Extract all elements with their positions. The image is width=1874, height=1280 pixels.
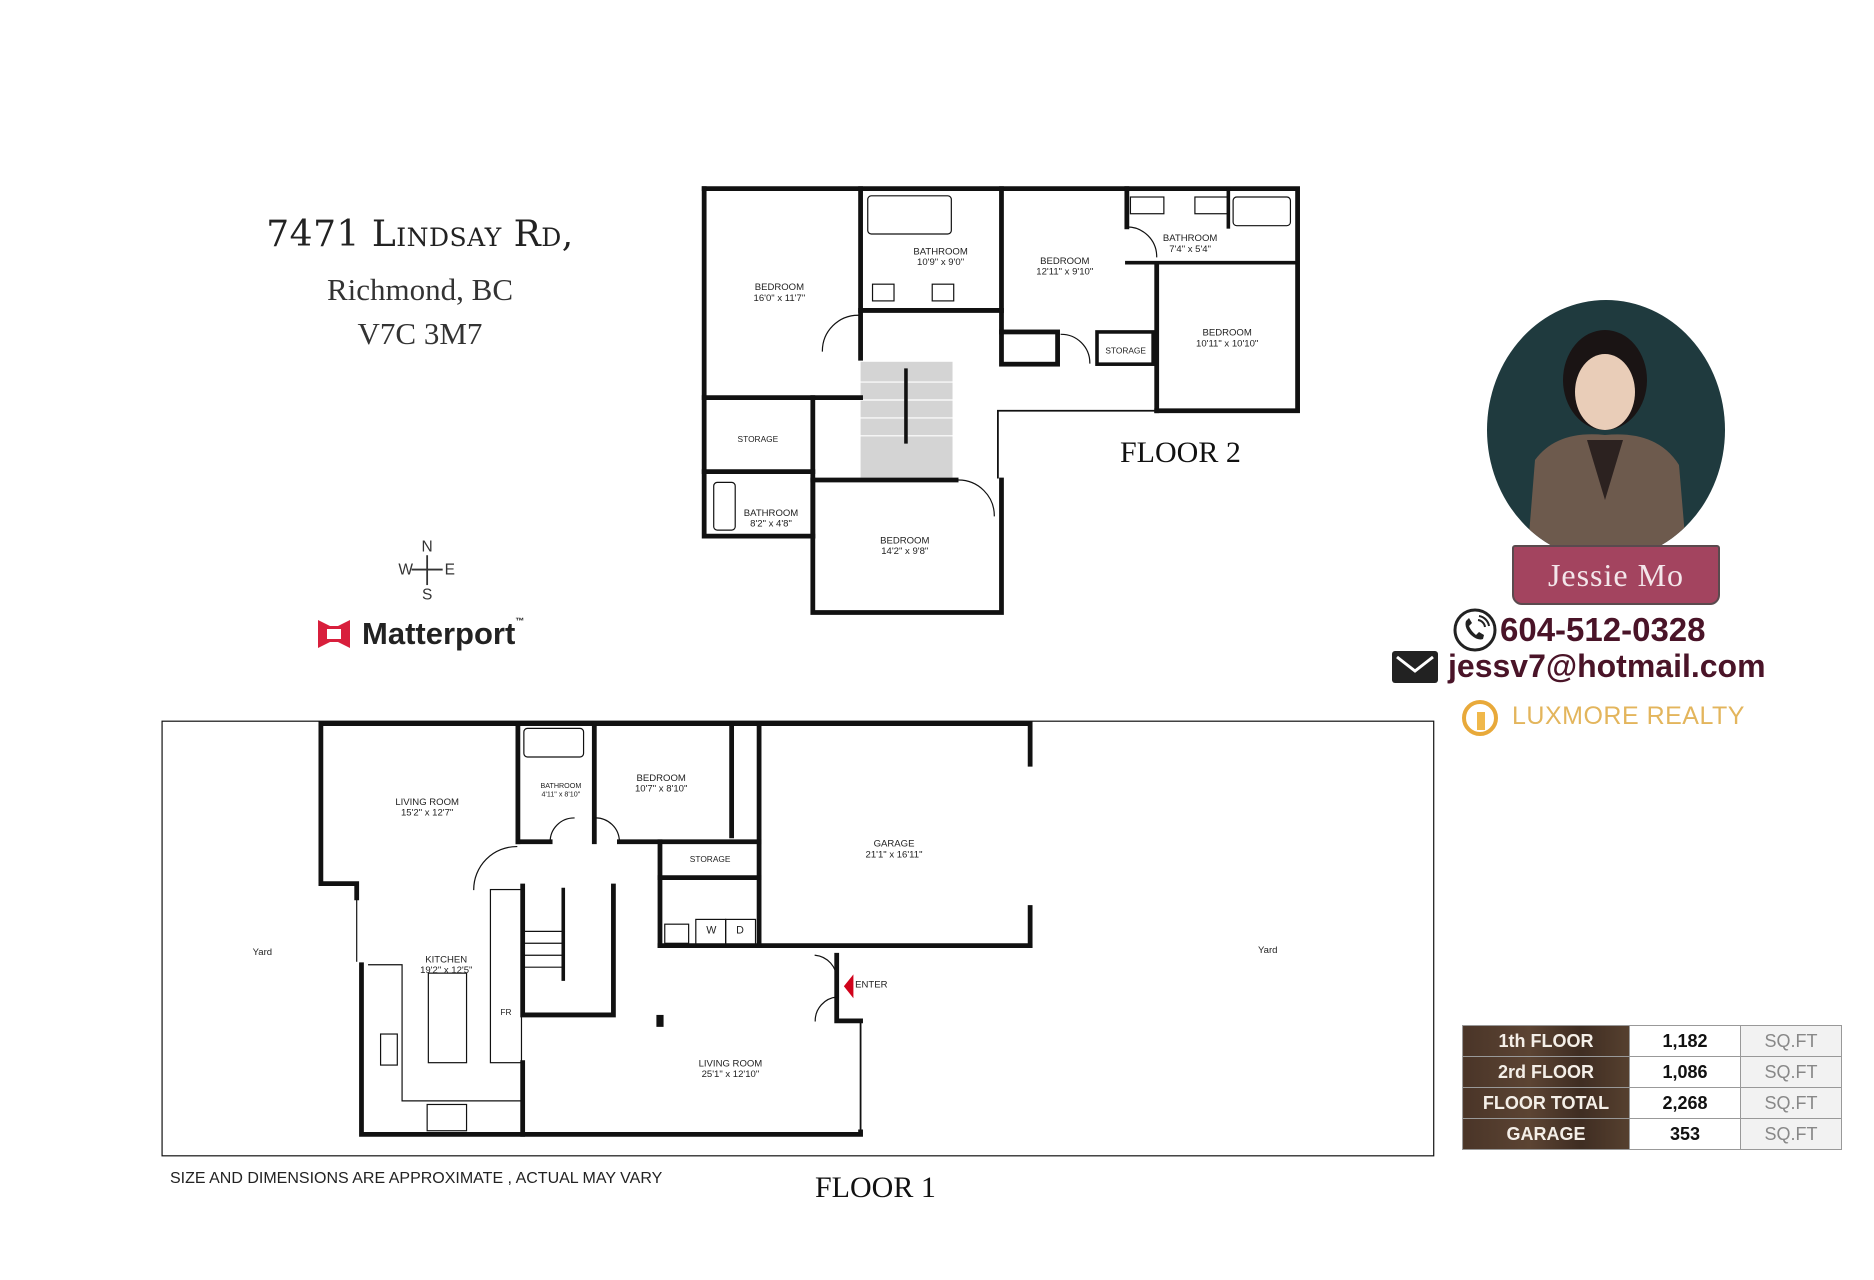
room-dim: 14'2" x 9'8": [881, 546, 928, 557]
dryer-label: D: [736, 925, 744, 937]
phone-icon: [1453, 608, 1497, 652]
agent-name: Jessie Mo: [1512, 545, 1720, 605]
brand-name: Matterport: [362, 616, 516, 651]
washer-label: W: [706, 925, 717, 937]
matterport-text: Matterport™: [362, 616, 524, 652]
room-name: LIVING ROOM: [395, 797, 459, 808]
enter-label: ENTER: [855, 979, 887, 990]
room-name: BEDROOM: [1040, 256, 1089, 267]
row-value: 1,086: [1629, 1056, 1741, 1088]
address-postal: V7C 3M7: [357, 316, 483, 351]
address-street: 7471 Lindsay Rd,: [266, 214, 574, 255]
brokerage-logo: LUXMORE REALTY: [1460, 696, 1745, 736]
floor2-plan: [701, 186, 1300, 615]
row-label: FLOOR TOTAL: [1462, 1087, 1630, 1119]
room-name: BEDROOM: [755, 282, 804, 293]
mail-icon: [1392, 650, 1438, 683]
room-dim: 4'11" x 8'10": [542, 790, 581, 798]
matterport-logo: Matterport™: [316, 616, 524, 652]
floor1-title: FLOOR 1: [815, 1171, 936, 1204]
yard-label: Yard: [253, 947, 272, 958]
agent-portrait-image: [1527, 330, 1687, 560]
room-name: STORAGE: [1105, 345, 1146, 355]
room-name: BATHROOM: [744, 508, 798, 519]
row-label: GARAGE: [1462, 1118, 1630, 1150]
compass-e: E: [445, 561, 455, 578]
yard-label: Yard: [1258, 945, 1277, 956]
compass-s: S: [422, 586, 432, 603]
agent-email[interactable]: jessv7@hotmail.com: [1392, 648, 1766, 685]
agent-phone[interactable]: 604-512-0328: [1452, 607, 1706, 653]
row-unit: SQ.FT: [1740, 1118, 1842, 1150]
matterport-icon: [318, 620, 350, 648]
floor2-title: FLOOR 2: [1120, 436, 1241, 469]
row-value: 2,268: [1629, 1087, 1741, 1119]
email-address: jessv7@hotmail.com: [1448, 648, 1766, 684]
luxmore-icon: [1462, 700, 1498, 736]
agent-photo: [1487, 300, 1725, 560]
brokerage-name: LUXMORE REALTY: [1512, 701, 1745, 730]
room-name: GARAGE: [874, 839, 915, 850]
row-value: 353: [1629, 1118, 1741, 1150]
room-name: BEDROOM: [1202, 328, 1251, 339]
room-dim: 25'1" x 12'10": [702, 1069, 760, 1080]
room-name: KITCHEN: [425, 954, 467, 965]
lot-boundary: [161, 720, 1435, 1157]
room-name: BATHROOM: [1163, 233, 1217, 244]
disclaimer: SIZE AND DIMENSIONS ARE APPROXIMATE , AC…: [170, 1170, 663, 1187]
room-name: BATHROOM: [913, 246, 967, 257]
row-unit: SQ.FT: [1740, 1056, 1842, 1088]
room-name: STORAGE: [738, 434, 779, 444]
room-dim: 16'0" x 11'7": [754, 293, 806, 304]
address-city: Richmond, BC: [326, 272, 513, 307]
compass-w: W: [398, 561, 413, 578]
row-value: 1,182: [1629, 1025, 1741, 1057]
compass-icon: N S W E: [398, 539, 455, 604]
room-name: STORAGE: [690, 854, 731, 864]
floor1-plan: [161, 720, 1435, 1157]
room-dim: 21'1" x 16'11": [866, 849, 923, 860]
room-name: BATHROOM: [540, 782, 581, 790]
room-dim: 15'2" x 12'7": [401, 808, 453, 819]
room-dim: 10'7" x 8'10": [635, 784, 687, 795]
room-dim: 10'9" x 9'0": [917, 257, 964, 268]
row-unit: SQ.FT: [1740, 1025, 1842, 1057]
row-label: 1th FLOOR: [1462, 1025, 1630, 1057]
room-name: LIVING ROOM: [699, 1058, 763, 1069]
compass-n: N: [422, 539, 433, 556]
room-dim: 8'2" x 4'8": [750, 519, 792, 530]
brand-tm: ™: [515, 616, 525, 626]
row-unit: SQ.FT: [1740, 1087, 1842, 1119]
room-dim: 7'4" x 5'4": [1169, 244, 1211, 255]
room-dim: 12'11" x 9'10": [1036, 267, 1093, 278]
phone-number: 604-512-0328: [1500, 611, 1706, 648]
enter-arrow-icon: [843, 974, 854, 999]
room-dim: 10'11" x 10'10": [1196, 338, 1258, 349]
fridge-label: FR: [500, 1007, 511, 1017]
room-name: BEDROOM: [637, 773, 686, 784]
row-label: 2rd FLOOR: [1462, 1056, 1630, 1088]
room-name: BEDROOM: [880, 535, 929, 546]
room-dim: 19'2" x 12'5": [420, 965, 472, 976]
